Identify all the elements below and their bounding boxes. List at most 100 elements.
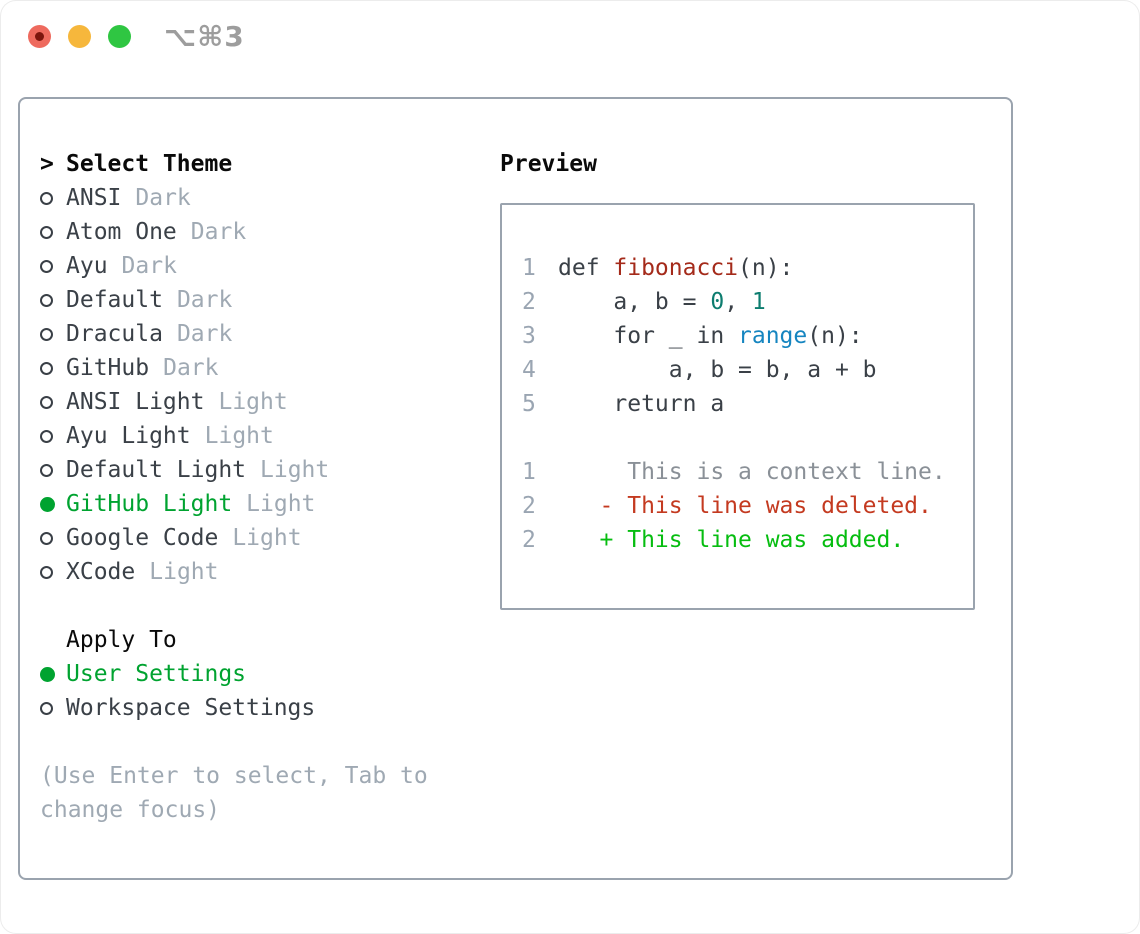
radio-circle-icon — [40, 531, 66, 545]
preview-title: Preview — [500, 151, 597, 177]
code-token: return a — [558, 391, 725, 417]
prompt-caret-icon: > — [40, 151, 54, 177]
theme-option-github-light[interactable]: GitHub Light Light — [40, 487, 500, 521]
radio-selected-icon — [40, 666, 66, 682]
apply-to-option-label: User Settings — [66, 661, 247, 687]
theme-name: XCode — [66, 559, 136, 585]
code-token: 1 — [751, 289, 766, 315]
theme-variant: Light — [149, 559, 219, 585]
theme-variant: Light — [246, 491, 316, 517]
theme-name: Google Code — [66, 525, 219, 551]
theme-variant: Dark — [190, 219, 247, 245]
code-token: range — [738, 323, 808, 349]
apply-to-option-workspace-settings[interactable]: Workspace Settings — [40, 691, 500, 725]
theme-name: ANSI — [66, 185, 122, 211]
theme-option-google-code-light[interactable]: Google Code Light — [40, 521, 500, 555]
code-line: 4 a, b = b, a + b — [522, 353, 973, 387]
line-number: 1 — [522, 255, 536, 281]
code-line: 2 - This line was deleted. — [522, 489, 973, 523]
theme-variant: Light — [260, 457, 330, 483]
apply-to-option-user-settings[interactable]: User Settings — [40, 657, 500, 691]
code-token: def — [558, 255, 614, 281]
code-token: fibonacci — [613, 255, 739, 281]
titlebar: ⌥⌘3 — [0, 0, 1140, 72]
radio-circle-icon — [40, 463, 66, 477]
line-number: 2 — [522, 527, 536, 553]
theme-option-atom-one-dark[interactable]: Atom One Dark — [40, 215, 500, 249]
radio-circle-icon — [40, 225, 66, 239]
theme-option-dracula-dark[interactable]: Dracula Dark — [40, 317, 500, 351]
line-number: 3 — [522, 323, 536, 349]
theme-option-default-light[interactable]: Default Light Light — [40, 453, 500, 487]
theme-option-ansi-light[interactable]: ANSI Light Light — [40, 385, 500, 419]
close-button[interactable] — [28, 24, 51, 48]
theme-name: GitHub — [66, 355, 150, 381]
code-line — [522, 421, 973, 455]
theme-option-xcode-light[interactable]: XCode Light — [40, 555, 500, 589]
code-line: 2 + This line was added. — [522, 523, 973, 557]
theme-option-default-dark[interactable]: Default Dark — [40, 283, 500, 317]
code-token: a, b = b, a + b — [558, 357, 877, 383]
theme-option-ayu-light[interactable]: Ayu Light Light — [40, 419, 500, 453]
close-dot-icon — [35, 31, 44, 41]
theme-variant: Light — [204, 423, 274, 449]
theme-option-github-dark[interactable]: GitHub Dark — [40, 351, 500, 385]
theme-name: Atom One — [66, 219, 177, 245]
code-line: 1 def fibonacci(n): — [522, 251, 973, 285]
select-theme-title: Select Theme — [66, 151, 233, 177]
radio-circle-icon — [40, 361, 66, 375]
theme-option-ayu-dark[interactable]: Ayu Dark — [40, 249, 500, 283]
line-number: 4 — [522, 357, 536, 383]
line-number: 5 — [522, 391, 536, 417]
code-line: 1 This is a context line. — [522, 455, 973, 489]
code-token: for _ in — [558, 323, 739, 349]
apply-to-option-label: Workspace Settings — [66, 695, 316, 721]
code-token: - This line was deleted. — [558, 493, 932, 519]
tab-shortcut-label: ⌥⌘3 — [164, 19, 245, 53]
radio-circle-icon — [40, 565, 66, 579]
radio-circle-icon — [40, 429, 66, 443]
radio-circle-icon — [40, 259, 66, 273]
code-token: (n): — [738, 255, 794, 281]
theme-variant: Dark — [176, 321, 233, 347]
keyboard-hint: (Use Enter to select, Tab to change focu… — [40, 763, 428, 823]
radio-circle-icon — [40, 327, 66, 341]
code-token: 0 — [710, 289, 725, 315]
apply-to-title: Apply To — [66, 627, 177, 653]
zoom-button[interactable] — [108, 24, 131, 48]
traffic-lights — [28, 24, 131, 48]
line-number: 2 — [522, 493, 536, 519]
code-token: a, b = — [558, 289, 711, 315]
theme-variant: Dark — [176, 287, 233, 313]
code-token: , — [724, 289, 752, 315]
theme-option-ansi-dark[interactable]: ANSI Dark — [40, 181, 500, 215]
theme-name: ANSI Light — [66, 389, 205, 415]
theme-name: Default Light — [66, 457, 247, 483]
select-theme-header: > Select Theme — [40, 147, 500, 181]
apply-to-header: Apply To — [40, 623, 500, 657]
minimize-button[interactable] — [68, 24, 91, 48]
spacer — [40, 589, 500, 623]
theme-name: Default — [66, 287, 163, 313]
code-line: 5 return a — [522, 387, 973, 421]
radio-circle-icon — [40, 395, 66, 409]
code-line: 3 for _ in range(n): — [522, 319, 973, 353]
theme-variant: Dark — [163, 355, 219, 381]
code-token: This is a context line. — [558, 459, 946, 485]
theme-variant: Dark — [121, 253, 177, 279]
theme-variant: Light — [232, 525, 302, 551]
radio-circle-icon — [40, 701, 66, 715]
code-token: + This line was added. — [558, 527, 905, 553]
code-token: (n): — [807, 323, 863, 349]
theme-list: > Select Theme ANSI Dark Atom One Dark A… — [40, 147, 500, 878]
radio-selected-icon — [40, 496, 66, 512]
code-line: 2 a, b = 0, 1 — [522, 285, 973, 319]
line-number: 2 — [522, 289, 536, 315]
theme-picker-panel: > Select Theme ANSI Dark Atom One Dark A… — [18, 97, 1013, 880]
theme-variant: Dark — [135, 185, 191, 211]
line-number: 1 — [522, 459, 536, 485]
radio-circle-icon — [40, 293, 66, 307]
theme-variant: Light — [218, 389, 288, 415]
